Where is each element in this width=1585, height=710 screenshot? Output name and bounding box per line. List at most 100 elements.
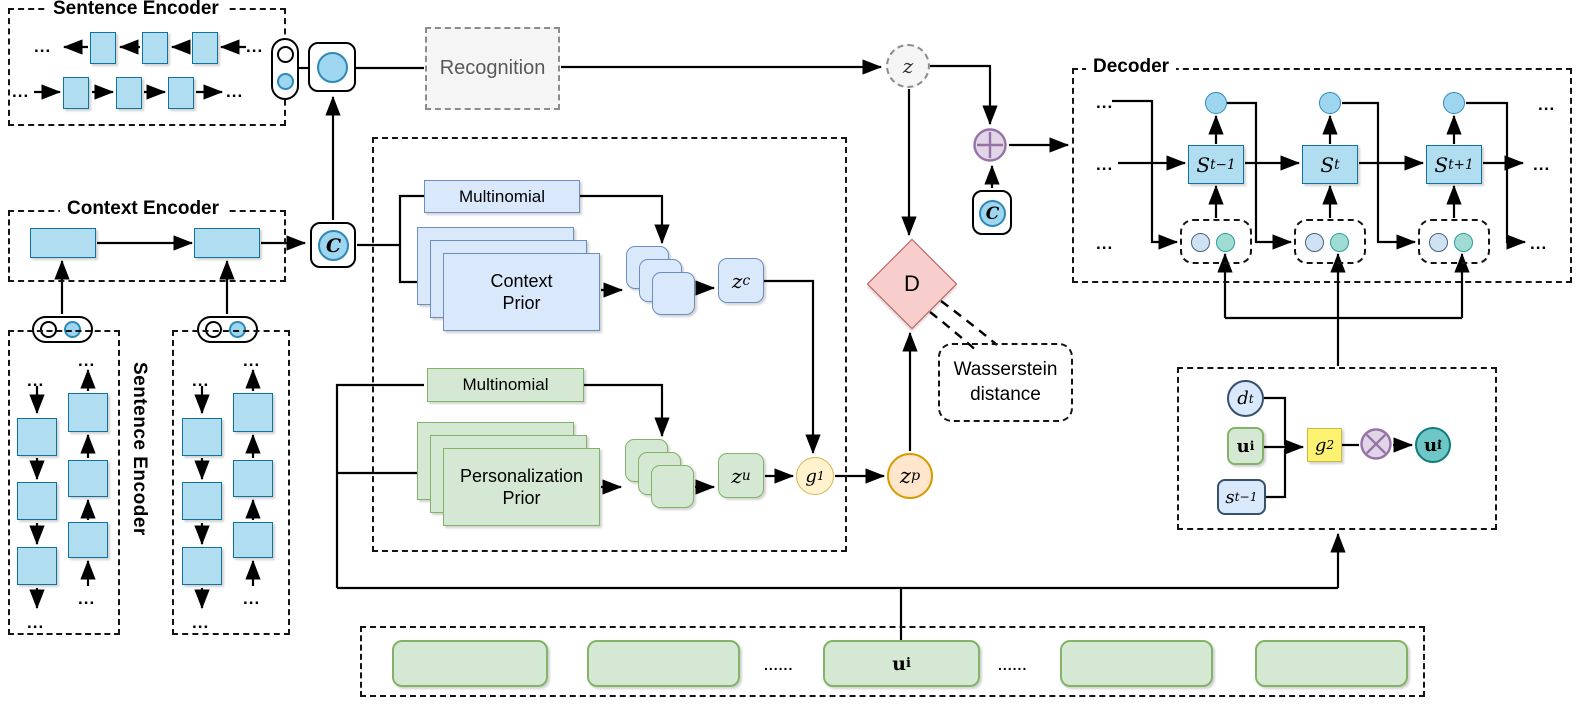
d-label: D — [904, 270, 920, 296]
persona-memory-slot — [1255, 640, 1408, 687]
forward-rnn-cell — [116, 77, 142, 109]
ellipsis: ... — [34, 37, 52, 56]
forward-rnn-cell — [233, 522, 273, 558]
ellipsis: ... — [1530, 234, 1548, 253]
recognition-box: Recognition — [425, 27, 560, 110]
stm1-sub: t−1 — [1234, 490, 1258, 504]
backward-rnn-cell — [142, 32, 168, 64]
backward-state-circle — [40, 321, 57, 338]
ui-prime-mark: ′ — [1438, 437, 1443, 453]
ellipsis: ... — [1096, 93, 1114, 112]
forward-state-circle — [64, 321, 81, 338]
wasserstein-line2: distance — [970, 383, 1041, 405]
ellipsis: ... — [1096, 155, 1114, 174]
sentence-encoder-top-box — [8, 8, 286, 126]
ellipsis-wide: ...... — [764, 657, 794, 673]
wasserstein-text: Wasserstein distance — [954, 358, 1058, 407]
backward-rnn-cell — [182, 482, 222, 520]
s-prev-sub: t−1 — [1210, 156, 1236, 173]
forward-rnn-cell — [233, 393, 273, 432]
word-embedding-circle — [1429, 233, 1448, 252]
context-c-circle: C — [979, 200, 1006, 227]
backward-state-circle — [277, 46, 294, 63]
decoder-input-box — [1418, 219, 1490, 264]
ellipsis: ... — [78, 351, 96, 370]
sentence-encoder-column-box — [172, 330, 290, 635]
g1-base: g — [805, 465, 817, 487]
decoder-output-circle — [1205, 92, 1227, 114]
s-prev-base: S — [1196, 152, 1211, 177]
backward-rnn-cell — [90, 32, 116, 64]
ui-sub: i — [905, 656, 911, 671]
state-concat-pill — [197, 316, 258, 343]
decoder-box — [1072, 68, 1572, 283]
context-vector-node: C — [310, 222, 356, 268]
dt-base: d — [1237, 388, 1249, 409]
s-curr-sub: t — [1334, 156, 1340, 173]
word-embedding-circle — [1191, 233, 1210, 252]
backward-rnn-cell — [17, 482, 57, 520]
backward-state-circle — [205, 321, 222, 338]
z-label: z — [902, 54, 914, 78]
multinomial-label: Multinomial — [459, 186, 545, 206]
backward-rnn-cell — [17, 418, 57, 456]
personalization-prior-label: Personalization Prior — [459, 465, 584, 509]
forward-rnn-cell — [68, 522, 108, 558]
backward-rnn-cell — [192, 32, 218, 64]
zu-base: z — [731, 463, 742, 488]
ellipsis: ... — [246, 37, 264, 56]
word-embedding-circle — [1305, 233, 1324, 252]
zp-base: z — [899, 464, 911, 488]
ellipsis: ... — [192, 613, 210, 632]
context-encoder-label: Context Encoder — [60, 198, 227, 221]
s-curr-base: S — [1320, 152, 1335, 177]
decoder-label: Decoder — [1086, 56, 1177, 79]
context-prior-box: Context Prior — [443, 253, 600, 331]
context-rnn-cell — [194, 228, 260, 258]
ellipsis: ... — [27, 371, 45, 390]
forward-rnn-cell — [168, 77, 194, 109]
decoder-input-box — [1294, 219, 1366, 264]
ellipsis: ... — [12, 82, 30, 101]
latent-z-node: z — [886, 44, 930, 88]
ellipsis: ... — [1538, 95, 1556, 114]
backward-rnn-cell — [182, 418, 222, 456]
context-vector-node-small: C — [972, 190, 1012, 235]
g1-sub: 1 — [816, 469, 825, 483]
sentence-encoder-side-label: Sentence Encoder — [129, 362, 150, 536]
forward-state-circle — [277, 73, 294, 90]
forward-state-circle — [229, 321, 246, 338]
backward-rnn-cell — [17, 547, 57, 585]
wasserstein-callout: Wasserstein distance — [938, 343, 1073, 422]
forward-rnn-cell — [68, 460, 108, 497]
ellipsis-wide: ...... — [998, 657, 1028, 673]
zp-sub: p — [910, 468, 921, 484]
zc-base: z — [731, 268, 743, 293]
s-next-base: S — [1434, 152, 1449, 177]
multinomial-label: Multinomial — [462, 375, 549, 394]
wasserstein-line1: Wasserstein — [953, 358, 1058, 380]
sentence-encoder-column-box — [8, 330, 120, 635]
zc-sub: c — [742, 272, 751, 289]
ellipsis: ... — [243, 589, 261, 608]
decoder-output-circle — [1319, 92, 1341, 114]
recognition-label: Recognition — [439, 57, 546, 79]
persona-memory-bar — [360, 626, 1425, 697]
ellipsis: ... — [1533, 155, 1551, 174]
c-label: C — [985, 203, 1000, 224]
sentence-encoder-top-label: Sentence Encoder — [46, 0, 226, 21]
ellipsis: ... — [1096, 234, 1114, 253]
circle-plus-icon — [971, 126, 1009, 164]
dt-sub: t — [1248, 391, 1254, 406]
utterance-vector-node — [308, 42, 356, 92]
persona-memory-slot — [392, 640, 548, 687]
zu-sub: u — [741, 467, 751, 484]
